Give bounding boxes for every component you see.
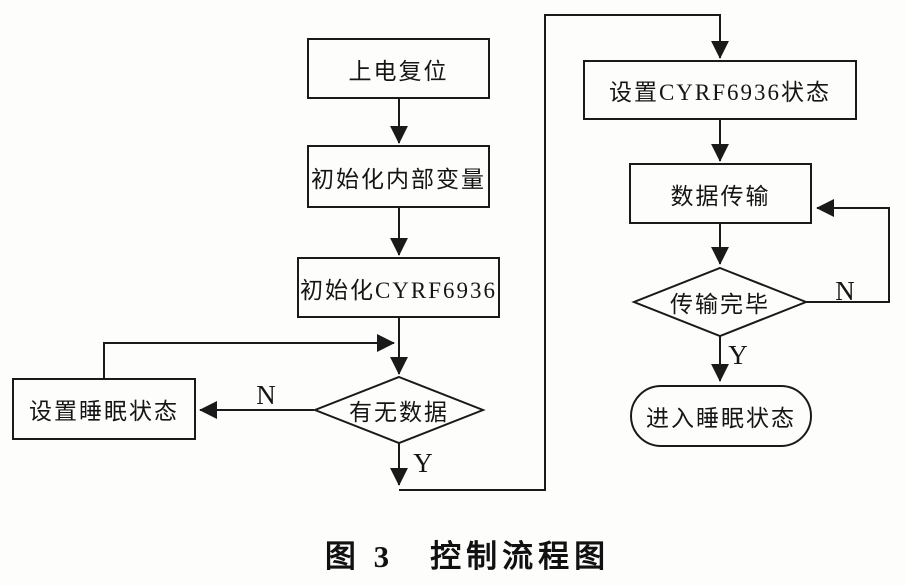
figure-caption-title: 控制流程图 [430, 539, 611, 574]
edge-done-no-loop [806, 199, 890, 303]
decision-has-data-label: 有无数据 [349, 400, 449, 425]
decision-transfer-complete-label: 传输完毕 [670, 292, 770, 317]
node-set-sleep-state: 设置睡眠状态 [12, 378, 196, 440]
decision-has-data: 有无数据 [315, 394, 483, 426]
edge-label-transfer-complete-no: N [835, 275, 855, 306]
edge-hasdata-yes-connector [399, 14, 729, 491]
node-init-internal-vars-label: 初始化内部变量 [311, 166, 486, 192]
edge-sleepset-return [103, 334, 395, 378]
edge-label-has-data-yes: Y [413, 447, 433, 478]
node-data-transfer-label: 数据传输 [670, 183, 771, 209]
node-power-on-reset: 上电复位 [307, 38, 490, 99]
decision-transfer-complete-shape [631, 266, 809, 338]
node-init-cyrf6936: 初始化CYRF6936 [297, 257, 500, 318]
node-init-internal-vars: 初始化内部变量 [307, 145, 490, 208]
node-data-transfer: 数据传输 [629, 163, 812, 224]
figure-caption-label: 图 3 [324, 539, 395, 574]
figure-caption: 图 3 控制流程图 [30, 531, 905, 576]
edge-label-has-data-no: N [256, 379, 276, 410]
decision-transfer-complete: 传输完毕 [634, 286, 806, 318]
edge-label-transfer-complete-yes: Y [728, 339, 748, 370]
node-set-sleep-state-label: 设置睡眠状态 [29, 399, 179, 424]
terminator-enter-sleep-state-label: 进入睡眠状态 [646, 406, 796, 431]
node-init-cyrf6936-label: 初始化CYRF6936 [299, 277, 498, 303]
node-power-on-reset-label: 上电复位 [348, 58, 449, 84]
node-set-cyrf6936-state-label: 设置CYRF6936状态 [608, 80, 832, 105]
terminator-enter-sleep-state: 进入睡眠状态 [630, 385, 812, 447]
node-set-cyrf6936-state: 设置CYRF6936状态 [583, 60, 857, 120]
decision-has-data-shape [312, 375, 486, 445]
